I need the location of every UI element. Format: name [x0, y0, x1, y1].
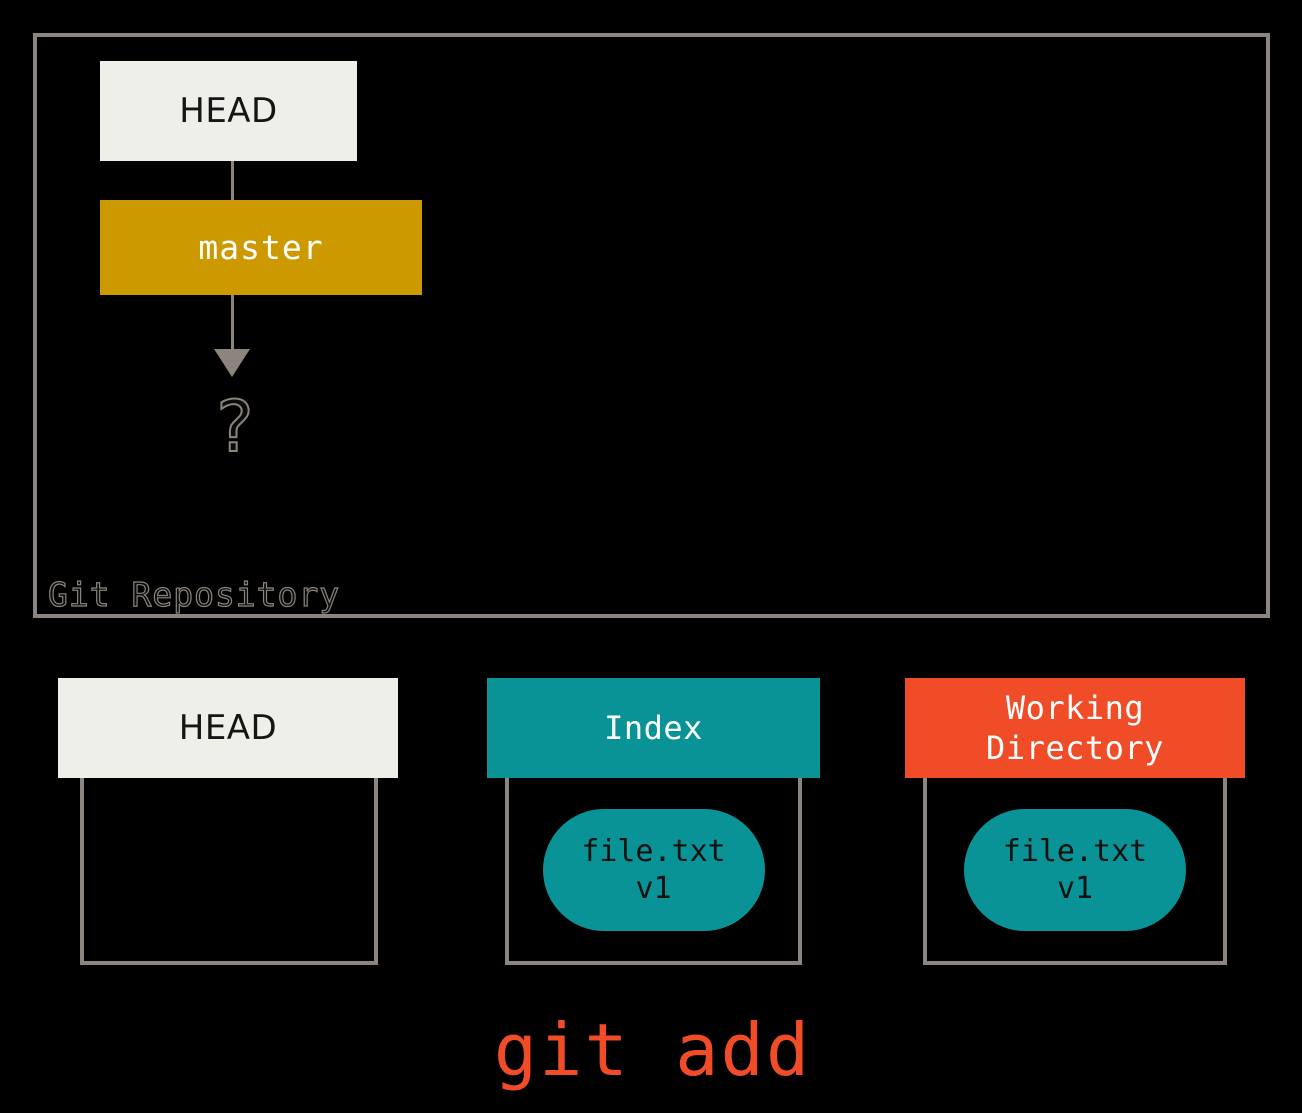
area-head-body	[80, 778, 378, 965]
git-repository-label: Git Repository	[47, 574, 341, 614]
file-blob-version: v1	[1056, 870, 1094, 906]
repo-head-box: HEAD	[100, 61, 357, 161]
area-head-header: HEAD	[58, 678, 398, 778]
area-working-directory-header-label: Working Directory	[986, 688, 1164, 768]
file-blob-name: file.txt	[581, 833, 726, 869]
command-caption: git add	[493, 1008, 812, 1092]
arrow-shaft-master-to-commit	[231, 295, 234, 352]
area-working-directory-header-line1: Working	[1005, 689, 1145, 727]
area-index-body: file.txt v1	[505, 778, 802, 965]
arrow-head-icon	[214, 349, 250, 377]
area-working-directory-header: Working Directory	[905, 678, 1245, 778]
repo-branch-label: master	[198, 228, 324, 267]
area-working-directory-body: file.txt v1	[923, 778, 1227, 965]
repo-branch-box-master: master	[100, 200, 422, 295]
repo-head-label: HEAD	[179, 91, 278, 131]
area-index-header: Index	[487, 678, 820, 778]
git-repository-frame	[33, 33, 1270, 618]
connector-head-to-master	[231, 161, 234, 203]
area-index-header-label: Index	[604, 709, 703, 747]
commit-placeholder-question-mark: ?	[215, 386, 254, 468]
file-blob: file.txt v1	[542, 808, 765, 931]
file-blob: file.txt v1	[964, 808, 1186, 931]
area-head-header-label: HEAD	[178, 708, 278, 748]
file-blob-version: v1	[635, 870, 672, 906]
file-blob-name: file.txt	[1002, 833, 1148, 869]
area-working-directory-header-line2: Directory	[986, 729, 1164, 767]
